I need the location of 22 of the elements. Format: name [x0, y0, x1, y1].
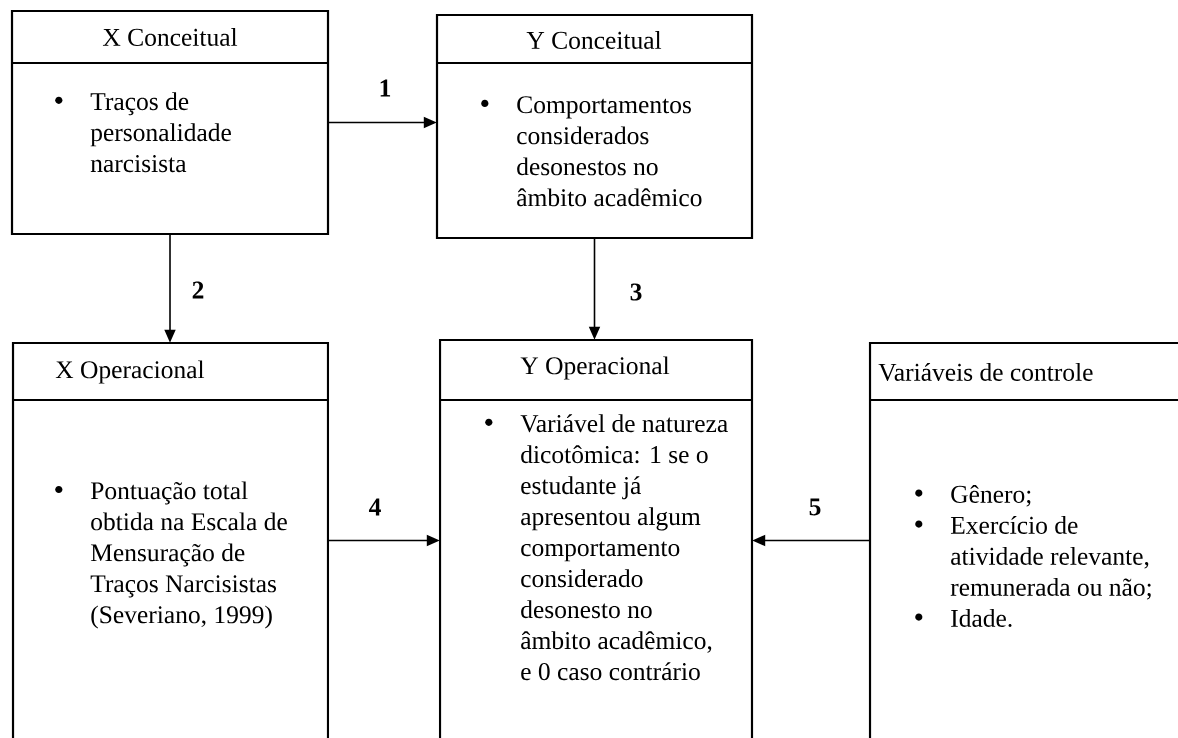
bullet-item: Idade.: [951, 609, 1012, 628]
box: [438, 338, 754, 738]
box-heading: Y Operacional: [520, 356, 670, 380]
bullet-item: Pontuação total obtida na Escala de Mensuração de Traços Narcisistas (Severiano, 1999): [90, 481, 287, 629]
box: [435, 13, 754, 240]
bullet-item: Comportamentos considerados desonestos no âmbito acadêmico: [517, 96, 702, 207]
edge-label: 4: [369, 498, 381, 516]
box: [11, 341, 330, 738]
bullet-item: Exercício de atividade relevante, remunerada ou não;: [950, 515, 1151, 600]
box-heading: X Operacional: [55, 360, 205, 384]
box-heading: Y Conceitual: [526, 31, 662, 49]
box-heading: X Conceitual: [102, 28, 238, 46]
edge-label: 2: [192, 281, 204, 299]
edge-label: 3: [630, 283, 642, 301]
bullet-item: Variável de natureza dicotômica: 1 se o estudante já apresentou algum comportamento considerado desonesto no âmbito acadêmico, e 0 caso contrário: [520, 414, 728, 681]
bullet-item: Gênero;: [951, 484, 1031, 507]
box: [868, 341, 1178, 738]
box: [10, 9, 330, 236]
box-heading: Variáveis de controle: [878, 362, 1093, 382]
edge-label: 5: [809, 498, 821, 516]
bullet-item: Traços de personalidade narcisista: [90, 92, 231, 173]
edge-label: 1: [380, 79, 391, 97]
